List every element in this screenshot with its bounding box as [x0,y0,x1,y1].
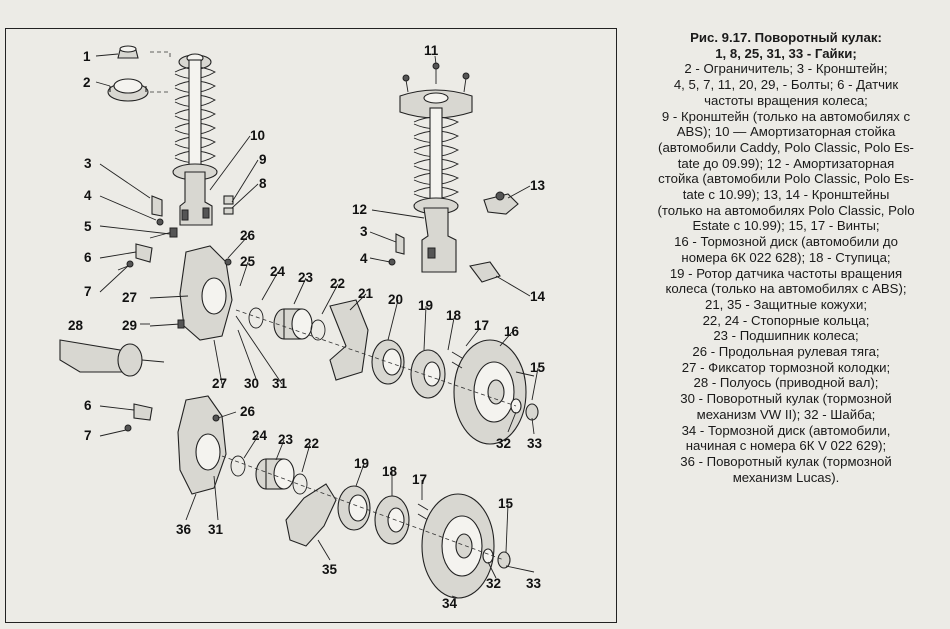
caption-line: номера 6К 022 628); 18 - Ступица; [681,249,891,265]
callout-3b: 3 [360,224,368,239]
callout-26b: 26 [240,404,256,419]
callout-31b: 31 [208,522,224,537]
callout-4b: 4 [360,251,368,266]
callout-12: 12 [352,202,367,217]
caption-line: 19 - Ротор датчика частоты вращения [669,265,903,281]
caption-line: 30 - Поворотный кулак (тормозной [680,391,892,407]
callout-6: 6 [84,250,92,265]
callout-15b: 15 [498,496,514,511]
callout-16: 16 [504,324,520,339]
callout-17: 17 [474,318,489,333]
caption-line: начиная с номера 6К V 022 629); [685,438,887,454]
callout-27b: 27 [212,376,227,391]
callout-30: 30 [244,376,259,391]
callout-13: 13 [530,178,546,193]
caption-line: механизм VW II); 32 - Шайба; [696,406,876,422]
callout-17b: 17 [412,472,427,487]
callout-33: 33 [527,436,543,451]
figure-caption: Рис. 9.17. Поворотный кулак: 1, 8, 25, 3… [630,30,942,485]
callout-7b: 7 [84,428,92,443]
leader-lines [95,53,539,599]
right-strut-parts [388,62,519,283]
caption-line: tate до 09.99); 12 - Амортизаторная [677,155,895,171]
callout-9: 9 [259,152,267,167]
callout-7: 7 [84,284,92,299]
caption-line: 2 - Ограничитель; 3 - Кронштейн; [684,61,888,77]
callout-32b: 32 [486,576,501,591]
callout-35: 35 [322,562,338,577]
caption-line: 36 - Поворотный кулак (тормозной [680,453,892,469]
callout-4: 4 [84,188,92,203]
callout-26: 26 [240,228,256,243]
caption-line: 28 - Полуось (приводной вал); [693,375,879,391]
callout-20: 20 [388,292,403,307]
caption-line: tate с 10.99); 13, 14 - Кронштейны [682,187,890,203]
callout-11: 11 [424,43,439,58]
caption-line: Estate с 10.99); 15, 17 - Винты; [692,218,880,234]
callout-19: 19 [418,298,433,313]
callout-2: 2 [83,75,91,90]
caption-line: (автомобили Caddy, Polo Classic, Polo Es… [658,139,914,155]
callout-5: 5 [84,219,92,234]
callout-1: 1 [83,49,91,64]
caption-line: частоты вращения колеса; [704,92,868,108]
callout-19b: 19 [354,456,369,471]
caption-line: стойка (автомобили Polo Classic, Polo Es… [658,171,914,187]
caption-line: 16 - Тормозной диск (автомобили до [674,234,898,250]
callout-23: 23 [298,270,314,285]
callout-27: 27 [122,290,137,305]
callout-24: 24 [270,264,286,279]
callout-28: 28 [68,318,84,333]
caption-line: 26 - Продольная рулевая тяга; [692,344,880,360]
callout-31: 31 [272,376,288,391]
caption-line: 9 - Кронштейн (только на автомобилях с [661,108,911,124]
callout-10: 10 [250,128,265,143]
callout-29: 29 [122,318,137,333]
callout-33b: 33 [526,576,542,591]
caption-line: 21, 35 - Защитные кожухи; [705,296,867,312]
callout-18b: 18 [382,464,398,479]
callout-18: 18 [446,308,462,323]
caption-line: (только на автомобилях Polo Classic, Pol… [657,202,915,218]
upper-hub-row [59,245,539,445]
callout-24b: 24 [252,428,268,443]
callout-21: 21 [358,286,374,301]
caption-line: 27 - Фиксатор тормозной колодки; [681,359,891,375]
callout-6b: 6 [84,398,92,413]
caption-line: 34 - Тормозной диск (автомобили, [681,422,891,438]
callout-23b: 23 [278,432,294,447]
caption-line: 22, 24 - Стопорные кольца; [702,312,870,328]
callout-36: 36 [176,522,192,537]
caption-line: 23 - Подшипник колеса; [713,328,859,344]
callout-34: 34 [442,596,458,611]
caption-line: 1, 8, 25, 31, 33 - Гайки; [715,45,857,61]
callout-labels: 1 2 3 4 5 6 7 8 9 10 11 12 3 4 13 14 26 … [68,43,546,611]
callout-15: 15 [530,360,546,375]
caption-line: 4, 5, 7, 11, 20, 29, - Болты; 6 - Датчик [673,77,899,93]
callout-14: 14 [530,289,546,304]
caption-line: механизм Lucas). [732,469,840,485]
callout-3: 3 [84,156,92,171]
callout-22b: 22 [304,436,319,451]
callout-25: 25 [240,254,256,269]
callout-32: 32 [496,436,511,451]
caption-line: колеса (только на автомобилях с ABS); [665,281,907,297]
callout-22: 22 [330,276,345,291]
callout-8: 8 [259,176,267,191]
left-strut-parts [107,45,234,271]
caption-line: ABS); 10 — Амортизаторная стойка [676,124,896,140]
lower-hub-row [124,395,511,599]
knuckle-exploded-diagram: 1 2 3 4 5 6 7 8 9 10 11 12 3 4 13 14 26 … [59,43,546,611]
caption-title: Рис. 9.17. Поворотный кулак: [690,30,882,45]
